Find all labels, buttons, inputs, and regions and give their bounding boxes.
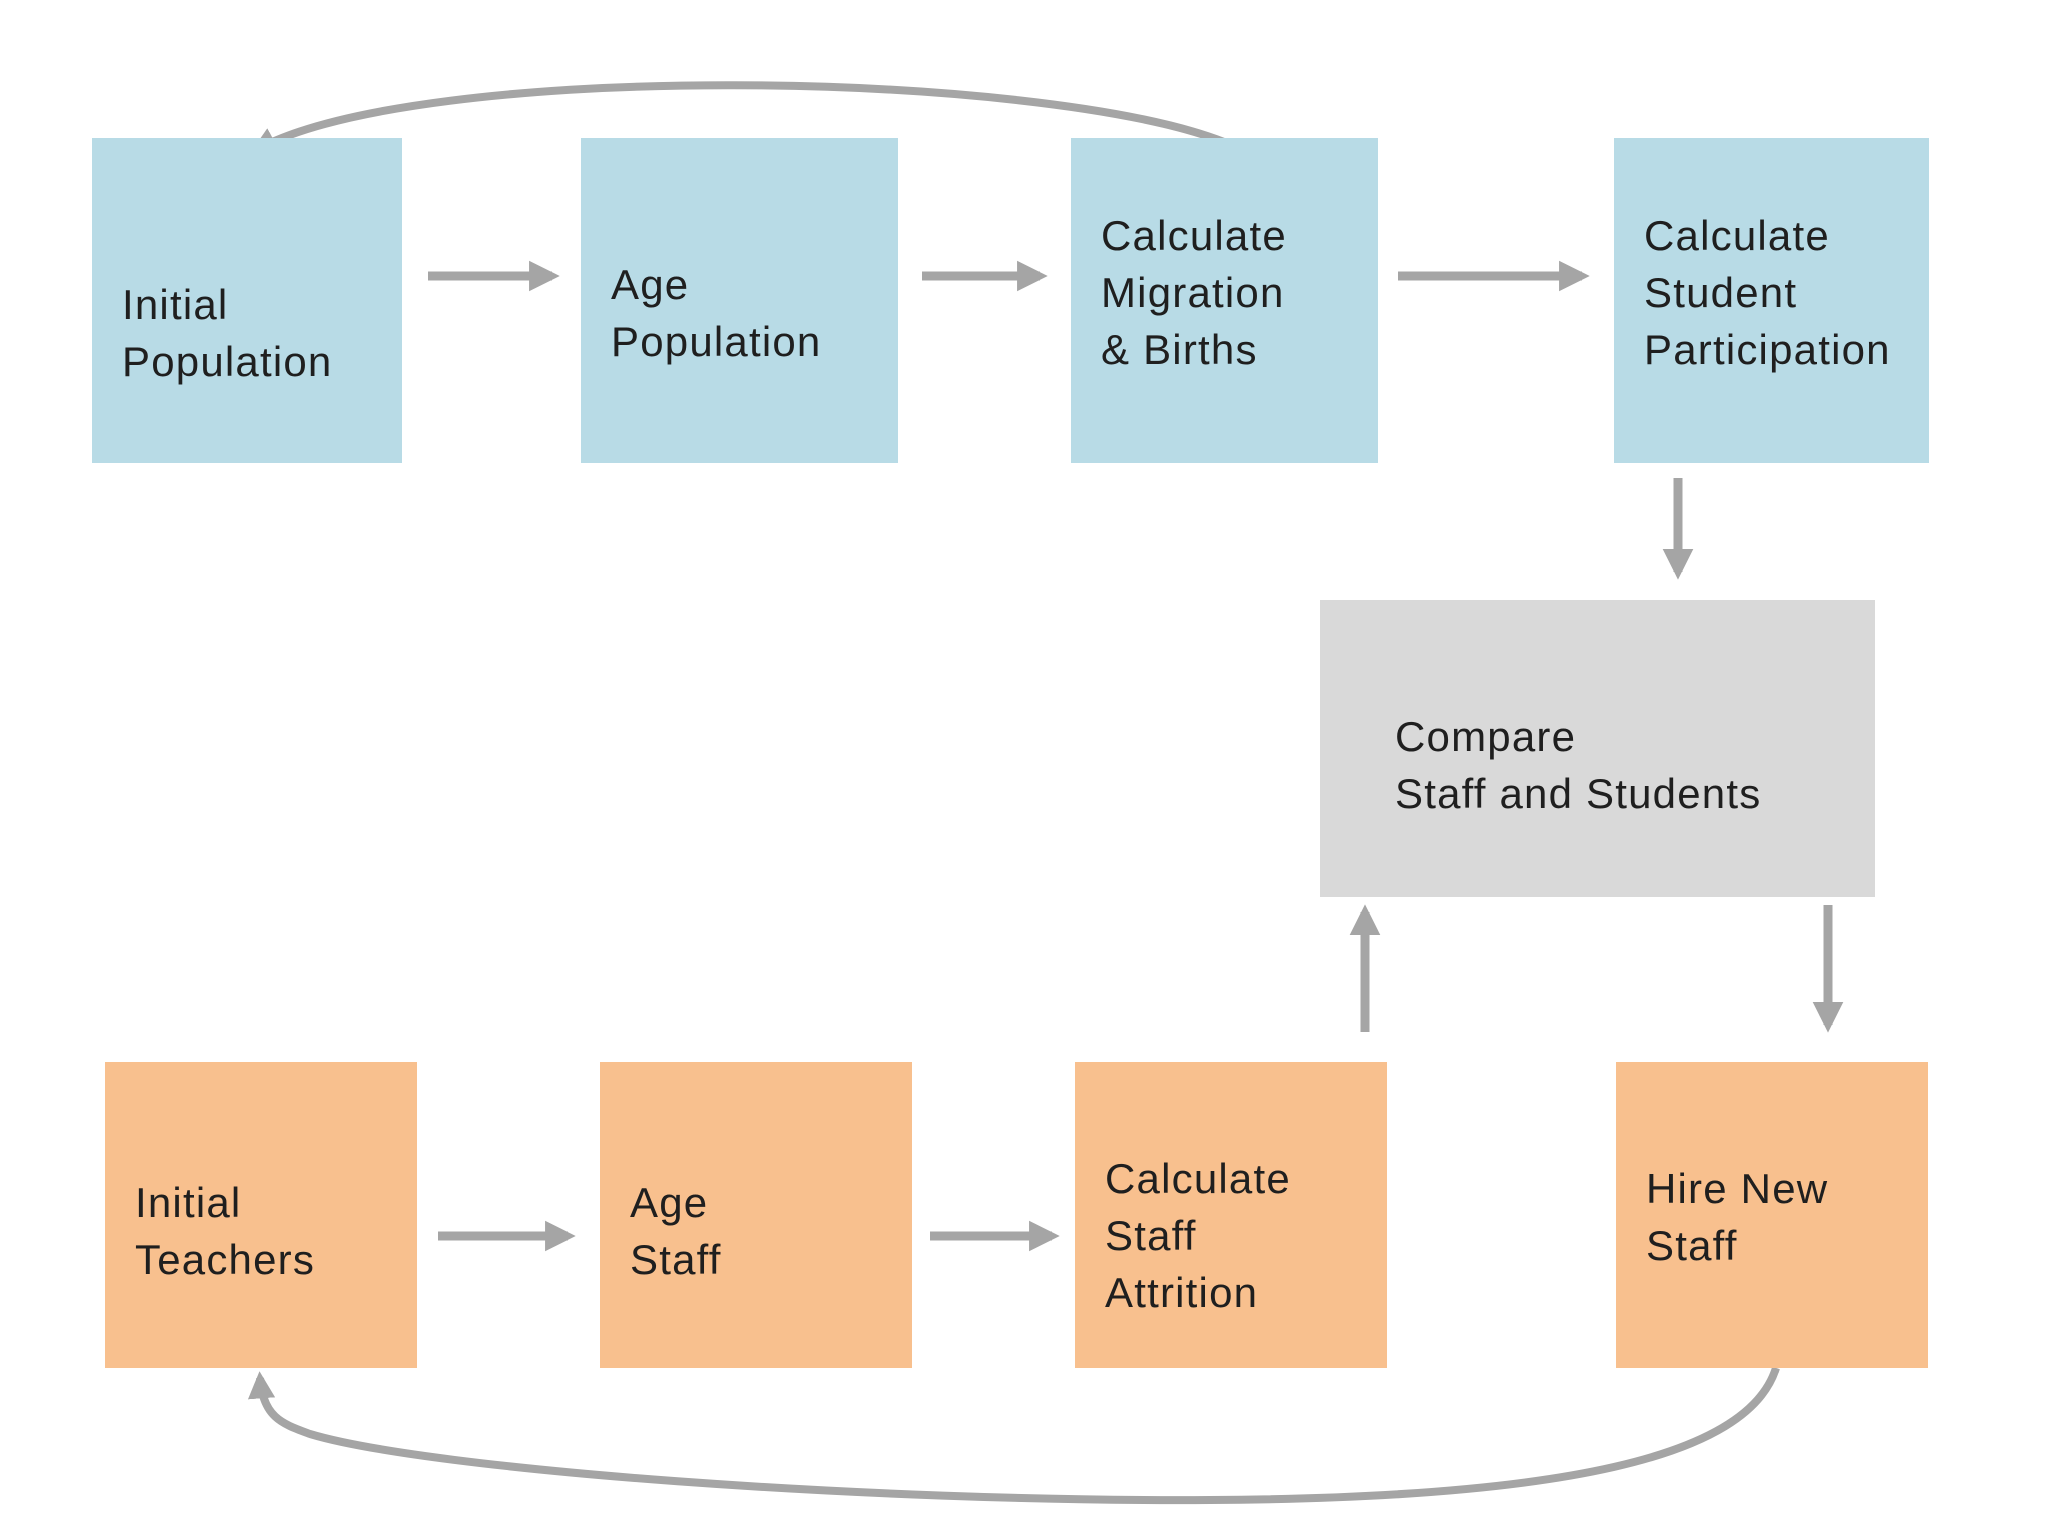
node-text-line: Calculate xyxy=(1644,212,1830,259)
node-label: Initial Teachers xyxy=(105,1174,315,1288)
node-label: Calculate Staff Attrition xyxy=(1075,1150,1291,1321)
node-text-line: Staff and Students xyxy=(1395,769,1762,817)
node-text-line: Hire New xyxy=(1646,1165,1829,1212)
node-calculate-migration-births: Calculate Migration & Births xyxy=(1071,138,1378,463)
node-text-line: Age xyxy=(611,260,690,308)
node-text-line: Migration xyxy=(1101,269,1285,316)
node-label: Calculate Student Participation xyxy=(1614,207,1891,378)
node-initial-population: Initial Population xyxy=(92,138,402,463)
node-text-line: Teachers xyxy=(135,1236,316,1283)
node-age-staff: Age Staff xyxy=(600,1062,912,1368)
node-initial-teachers: Initial Teachers xyxy=(105,1062,417,1368)
node-label: Calculate Migration & Births xyxy=(1071,207,1287,378)
node-label: Compare Staff and Students xyxy=(1320,708,1761,822)
node-text-line: Initial xyxy=(122,280,229,328)
node-text-line: Participation xyxy=(1644,326,1891,373)
node-text-line: Compare xyxy=(1395,712,1577,760)
node-text-line: Calculate xyxy=(1101,212,1287,259)
node-text-line: Calculate xyxy=(1105,1154,1291,1202)
node-text-line: Student xyxy=(1644,269,1798,316)
node-calculate-staff-attrition: Calculate Staff Attrition xyxy=(1075,1062,1387,1368)
node-hire-new-staff: Hire New Staff xyxy=(1616,1062,1928,1368)
node-text-line: Population xyxy=(122,337,333,385)
node-text-line: Staff xyxy=(1105,1211,1197,1259)
edge-loopback-hire-new-staff-to-initial-teachers xyxy=(247,1366,1780,1505)
node-label: Initial Population xyxy=(92,276,333,390)
node-label: Age Population xyxy=(581,256,822,370)
node-compare-staff-students: Compare Staff and Students xyxy=(1320,600,1875,897)
node-text-line: Staff xyxy=(1646,1222,1738,1269)
node-age-population: Age Population xyxy=(581,138,898,463)
node-text-line: Initial xyxy=(135,1179,242,1226)
node-text-line: Attrition xyxy=(1105,1268,1259,1316)
node-text-line: Age xyxy=(630,1179,709,1226)
node-calculate-student-participation: Calculate Student Participation xyxy=(1614,138,1929,463)
node-text-line: Staff xyxy=(630,1236,722,1283)
node-label: Age Staff xyxy=(600,1174,722,1288)
node-label: Hire New Staff xyxy=(1616,1160,1828,1274)
node-text-line: & Births xyxy=(1101,326,1258,373)
node-text-line: Population xyxy=(611,317,822,365)
